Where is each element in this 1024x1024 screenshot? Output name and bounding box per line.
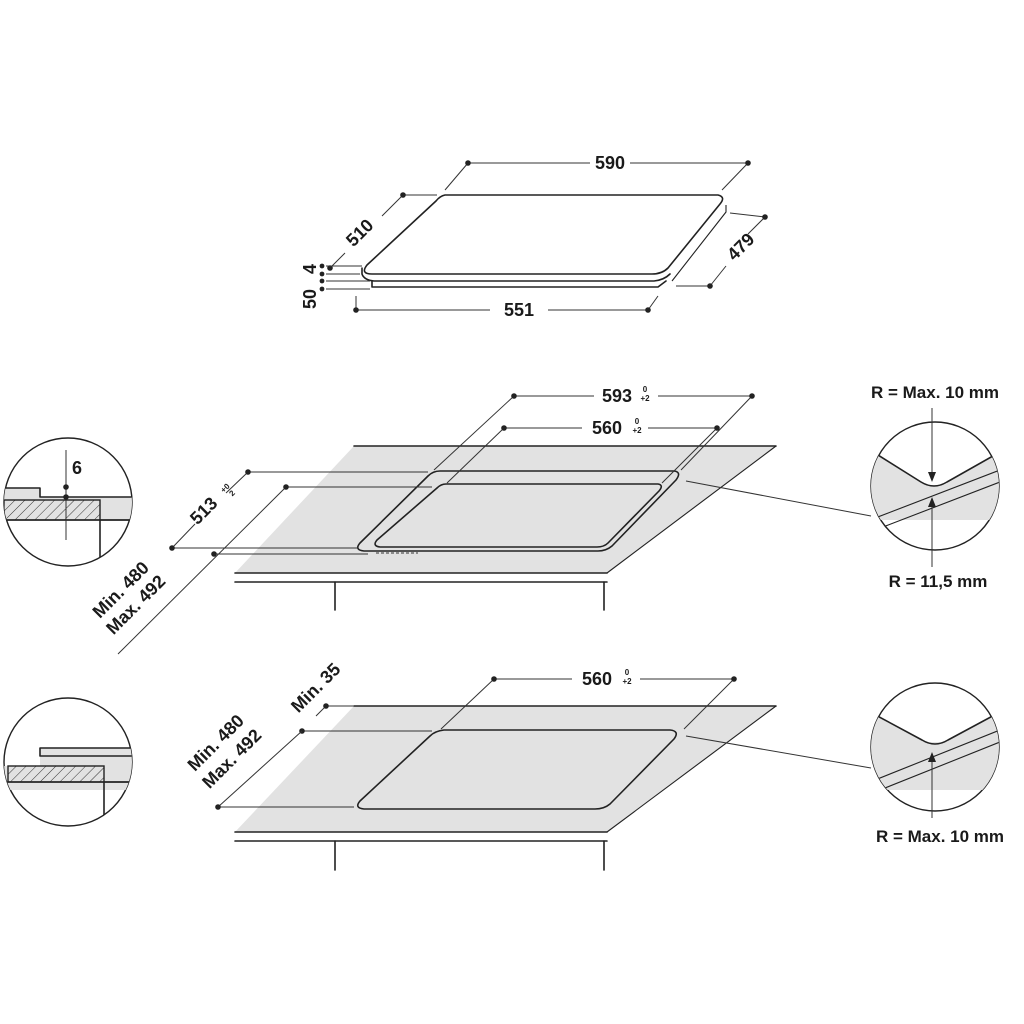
dim-glass-thickness-label: 4 [300,264,320,274]
standard-corner-radius-label: R = Max. 10 mm [876,827,1004,846]
standard-cutout [356,729,678,810]
flush-rebate-detail: 6 [3,437,133,567]
svg-text:0: 0 [625,668,630,677]
flush-inner-cutout [374,483,663,548]
hob-glass-edge [361,267,671,282]
svg-text:2: 2 [227,488,237,498]
svg-text:0: 0 [643,385,648,394]
flush-installation-drawing: 593 0 +2 560 0 +2 513 +0 2 Min. 480 Max.… [3,383,1000,655]
svg-text:+2: +2 [622,677,632,686]
standard-width-label: 560 [582,669,612,689]
standard-installation-drawing: 560 0 +2 Min. 35 Min. 480 Max. 492 [3,659,1004,871]
flush-outer-depth-label: 513 [186,493,221,528]
flush-step-depth-label: 6 [72,458,82,478]
standard-corner-detail: R = Max. 10 mm [685,682,1004,846]
flush-corner-radius-outer-label: R = Max. 10 mm [871,383,999,402]
dim-depth-label: 510 [342,215,377,250]
flush-inner-width-label: 560 [592,418,622,438]
svg-text:0: 0 [635,417,640,426]
svg-text:+2: +2 [632,426,642,435]
svg-text:+2: +2 [640,394,650,403]
hob-dimension-drawing: 590 510 4 50 551 479 [300,153,768,320]
standard-front-distance-label: Min. 35 [287,659,344,716]
hob-glass-top [363,194,724,275]
hob-body [371,280,667,288]
dim-width-label: 590 [595,153,625,173]
flush-rebate-cutout [356,470,680,552]
dim-bottom-width-label: 551 [504,300,534,320]
dim-bottom-depth-label: 479 [723,229,758,264]
flush-corner-detail: R = Max. 10 mm R = 11,5 mm [685,383,1000,591]
flush-outer-width-label: 593 [602,386,632,406]
flush-corner-radius-inner-label: R = 11,5 mm [889,572,988,591]
dim-height-label: 50 [300,289,320,309]
standard-worktop-detail [3,697,133,827]
